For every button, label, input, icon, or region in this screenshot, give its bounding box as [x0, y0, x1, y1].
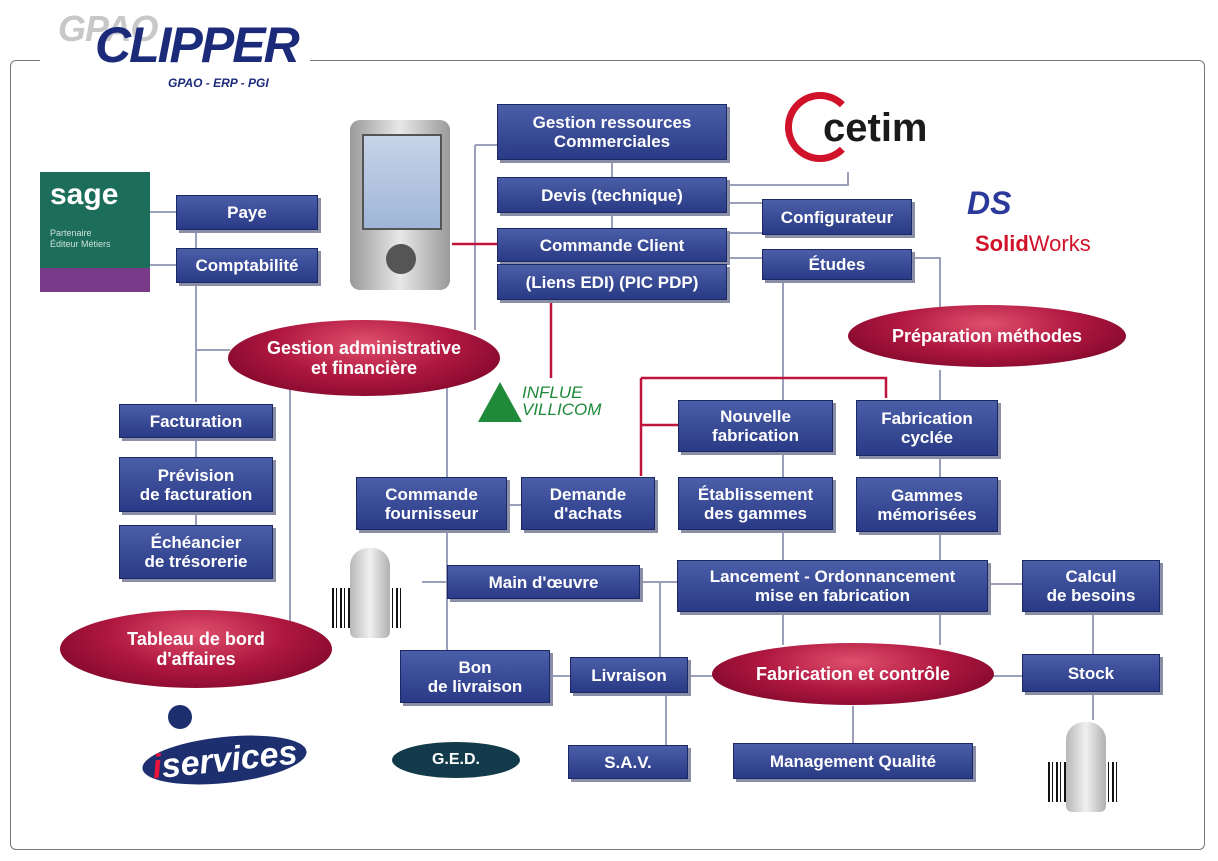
cetim-logo: cetim	[785, 92, 928, 172]
sage-logo: sage Partenaire Éditeur Métiers	[40, 172, 150, 292]
barcode-scanner-image-right	[1048, 722, 1138, 822]
sage-logo-band	[40, 268, 150, 292]
oval-gestion-administrative[interactable]: Gestion administrative et financière	[228, 320, 500, 396]
clipper-tagline: GPAO - ERP - PGI	[168, 76, 269, 90]
box-devis[interactable]: Devis (technique)	[497, 177, 727, 213]
box-echeancier[interactable]: Échéancier de trésorerie	[119, 525, 273, 579]
line-devis-cetim	[727, 172, 849, 186]
box-management-qualite[interactable]: Management Qualité	[733, 743, 973, 779]
box-fabrication-cyclee[interactable]: Fabrication cyclée	[856, 400, 998, 456]
box-configurateur[interactable]: Configurateur	[762, 199, 912, 235]
frame-gap	[40, 50, 310, 70]
box-bon-livraison[interactable]: Bon de livraison	[400, 650, 550, 703]
sage-tagline: Partenaire Éditeur Métiers	[50, 228, 111, 249]
box-nouvelle-fabrication[interactable]: Nouvelle fabrication	[678, 400, 833, 452]
cetim-arc-icon	[785, 92, 855, 162]
oval-preparation-methodes[interactable]: Préparation méthodes	[848, 305, 1126, 367]
box-comptabilite[interactable]: Comptabilité	[176, 248, 318, 283]
box-lancement[interactable]: Lancement - Ordonnancement mise en fabri…	[677, 560, 988, 612]
box-stock[interactable]: Stock	[1022, 654, 1160, 692]
iservices-word: services	[159, 733, 300, 786]
box-livraison[interactable]: Livraison	[570, 657, 688, 693]
sage-logo-panel: sage Partenaire Éditeur Métiers	[40, 172, 150, 268]
oval-fabrication-controle[interactable]: Fabrication et contrôle	[712, 643, 994, 705]
influe-triangle-icon	[478, 382, 522, 422]
gpao-ghost-text: GPAO	[58, 8, 158, 49]
pda-screen	[362, 134, 442, 230]
barcode-scanner-image-left	[332, 548, 422, 648]
box-liens-edi[interactable]: (Liens EDI) (PIC PDP)	[497, 264, 727, 300]
box-prevision-facturation[interactable]: Prévision de facturation	[119, 457, 273, 512]
oval-tableau-de-bord[interactable]: Tableau de bord d'affaires	[60, 610, 332, 688]
solidworks-word-rest: Works	[1028, 231, 1091, 256]
box-etudes[interactable]: Études	[762, 249, 912, 280]
line-etudes-right	[912, 257, 941, 320]
pda-device-image	[350, 120, 450, 290]
scanner-body	[1066, 722, 1106, 812]
solidworks-ds-mark: DS	[967, 185, 1012, 221]
cetim-wordmark: cetim	[823, 106, 928, 150]
box-commande-client[interactable]: Commande Client	[497, 228, 727, 262]
iservices-wordmark: iservices	[150, 733, 299, 787]
scanner-body	[350, 548, 390, 638]
iservices-dot	[168, 705, 192, 729]
influe-villicom-logo: INFLUE VILLICOM	[478, 380, 618, 430]
clipper-wordmark: CLIPPER	[95, 17, 300, 73]
ged-badge[interactable]: G.E.D.	[392, 742, 520, 778]
box-facturation[interactable]: Facturation	[119, 404, 273, 438]
box-commande-fournisseur[interactable]: Commande fournisseur	[356, 477, 507, 530]
box-calcul-besoins[interactable]: Calcul de besoins	[1022, 560, 1160, 612]
solidworks-logo: DS SolidWorks	[965, 185, 1105, 265]
iservices-logo: iservices	[140, 705, 312, 795]
pda-navpad	[386, 244, 416, 274]
influe-wordmark: INFLUE VILLICOM	[522, 383, 602, 419]
box-sav[interactable]: S.A.V.	[568, 745, 688, 779]
box-gammes-memorisees[interactable]: Gammes mémorisées	[856, 477, 998, 532]
box-main-oeuvre[interactable]: Main d'œuvre	[447, 565, 640, 599]
line-red-top	[641, 376, 888, 398]
box-paye[interactable]: Paye	[176, 195, 318, 230]
solidworks-wordmark: SolidWorks	[975, 231, 1091, 257]
box-demande-achats[interactable]: Demande d'achats	[521, 477, 655, 530]
box-gestion-ressources[interactable]: Gestion ressources Commerciales	[497, 104, 727, 160]
sage-wordmark: sage	[50, 178, 119, 211]
box-etablissement-gammes[interactable]: Établissement des gammes	[678, 477, 833, 530]
solidworks-word-bold: Solid	[975, 231, 1029, 256]
diagram-frame	[10, 60, 1205, 850]
